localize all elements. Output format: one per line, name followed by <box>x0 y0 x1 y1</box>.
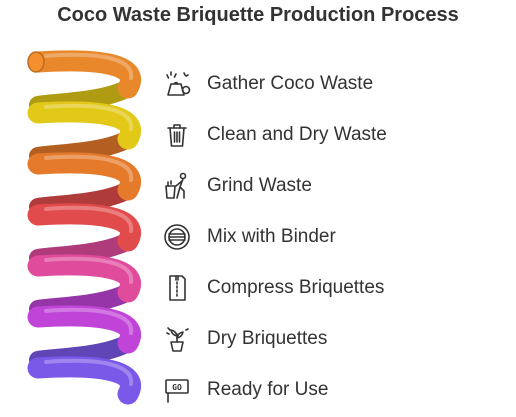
step-compress: Compress Briquettes <box>160 270 510 306</box>
step-label: Dry Briquettes <box>207 328 328 349</box>
coil-segment <box>27 254 141 303</box>
mixing-bowl-icon <box>160 220 194 254</box>
step-label: Ready for Use <box>207 379 329 400</box>
step-grind: Grind Waste <box>160 168 510 204</box>
step-dry-briquettes: Dry Briquettes <box>160 321 510 357</box>
coil-highlight <box>44 256 134 284</box>
coil-highlight <box>44 307 134 335</box>
coil-segment <box>27 203 141 252</box>
person-grinding-icon <box>160 169 194 203</box>
coil-highlight <box>44 154 134 182</box>
coil-highlight <box>44 52 134 80</box>
step-mix: Mix with Binder <box>160 219 510 255</box>
svg-text:GO: GO <box>172 383 182 392</box>
step-label: Grind Waste <box>207 175 312 196</box>
coil-segment <box>27 101 141 150</box>
coil-segment <box>27 152 141 201</box>
go-sign-icon: GO <box>160 373 194 407</box>
compressed-block-icon <box>160 271 194 305</box>
step-ready: GO Ready for Use <box>160 372 510 408</box>
step-label: Compress Briquettes <box>207 277 385 298</box>
coil-segment <box>27 50 141 99</box>
coil-highlight <box>44 103 134 131</box>
coil-highlight <box>44 358 134 386</box>
coil-segment <box>27 305 141 354</box>
step-label: Mix with Binder <box>207 226 336 247</box>
step-label: Clean and Dry Waste <box>207 124 387 145</box>
spring-coil <box>27 50 141 405</box>
step-clean-dry: Clean and Dry Waste <box>160 117 510 153</box>
diagram-title: Coco Waste Briquette Production Process <box>57 4 459 26</box>
coil-end-cap <box>27 51 45 73</box>
sparkle-bag-icon <box>160 67 194 101</box>
step-gather: Gather Coco Waste <box>160 66 510 102</box>
drying-plant-icon <box>160 322 194 356</box>
trash-bin-icon <box>160 118 194 152</box>
step-label: Gather Coco Waste <box>207 73 374 94</box>
coil-highlight <box>44 205 134 233</box>
coil-segment <box>27 356 141 405</box>
